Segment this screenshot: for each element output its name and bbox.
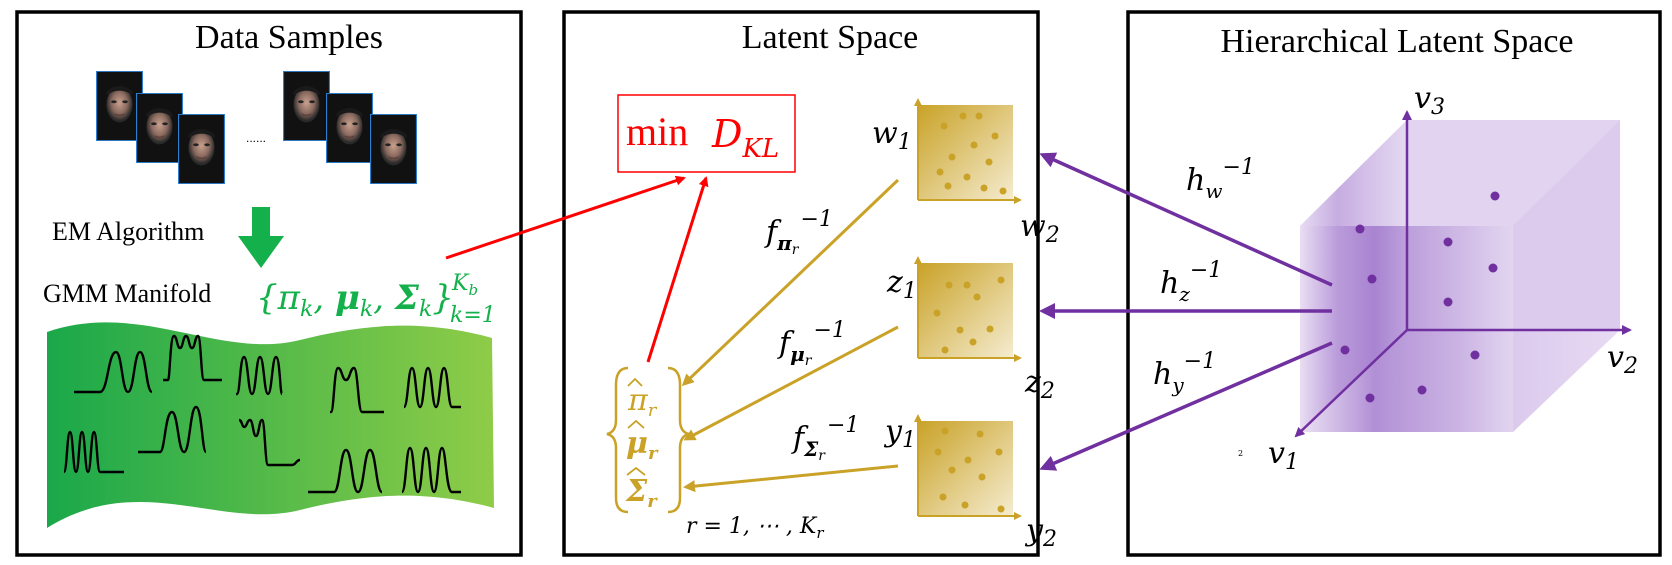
cube-axes (1294, 110, 1632, 438)
gmm-parameter-set: {πk, μk, Σk} Kb k=1 (256, 271, 496, 328)
kl-objective-sub: KL (741, 134, 779, 164)
f-inverse-sigma-label: fΣr−1 (791, 413, 859, 464)
purple-arrow-y (1039, 341, 1333, 471)
scatter-points-y (934, 427, 1005, 513)
scatter-plot-w: w1 w2 (872, 98, 1060, 248)
purple-arrow-w (1039, 152, 1333, 287)
h-inverse-w-label: hw−1 (1186, 155, 1255, 203)
gold-arrow-sigma (683, 464, 899, 493)
svg-text:v3: v3 (1414, 81, 1445, 120)
panel-title: Latent Space (742, 19, 919, 56)
axis-w1: w (872, 116, 898, 151)
svg-text:v1: v1 (1268, 436, 1299, 475)
svg-text:z2: z2 (1024, 365, 1055, 404)
gold-arrow-pi (681, 178, 900, 387)
gmm-open-brace-pi: {π (256, 278, 301, 318)
axis-z1: z (886, 265, 903, 300)
hat-sigma: Σ (625, 474, 648, 509)
gmm-sub: k (300, 297, 313, 322)
panel-title: Hierarchical Latent Space (1220, 23, 1573, 60)
gmm-manifold-band (47, 322, 494, 528)
panel-title: Data Samples (195, 19, 383, 56)
axis-y2: y (1024, 513, 1044, 548)
svg-text:y2: y2 (1024, 513, 1057, 552)
tiny-mark: 2 (1238, 449, 1243, 458)
svg-text:w1: w1 (872, 116, 912, 155)
svg-text:w2: w2 (1020, 209, 1060, 248)
r-range-label: r = 1, ⋯ , Kr (686, 514, 824, 542)
svg-text:μr: μr (626, 426, 659, 464)
svg-text:{πk, μk, Σk}: {πk, μk, Σk} (256, 278, 454, 322)
svg-text:v2: v2 (1607, 340, 1638, 379)
gmm-sub-range: k=1 (450, 303, 496, 328)
hat-mu: μ (626, 426, 648, 461)
gmm-sigma: Σ (393, 278, 420, 318)
axis-z2: z (1024, 365, 1041, 400)
panel-hierarchical-latent-space: Hierarchical Latent Space v3 v2 v1 2 (1039, 10, 1662, 557)
kl-objective-min: min (626, 109, 688, 154)
axis-w2: w (1020, 209, 1046, 244)
svg-text:DKL: DKL (711, 112, 779, 164)
scatter-points-w (936, 112, 1007, 195)
red-arrow-estimate-to-kl (646, 176, 709, 363)
svg-text:y1: y1 (883, 414, 916, 453)
gold-arrow-mu (683, 325, 899, 441)
green-down-arrow-icon (238, 207, 284, 268)
red-arrow-gmm-to-kl (445, 175, 686, 260)
axis-y1: y (883, 414, 903, 449)
panel-data-samples: Data Samples ...... EM Algorithm GMM Man… (15, 10, 523, 557)
scatter-plot-z: z1 z2 (886, 256, 1055, 404)
gmm-manifold-label: GMM Manifold (43, 279, 211, 308)
svg-text:z1: z1 (886, 265, 917, 304)
ellipsis: ...... (246, 131, 266, 145)
kl-objective-d: D (711, 112, 742, 156)
axis-v1: v (1268, 436, 1285, 471)
kl-objective-box (617, 94, 796, 173)
axis-v3: v (1414, 81, 1431, 116)
gmm-sup-b: b (468, 281, 478, 299)
gmm-curves (62, 334, 461, 494)
h-inverse-z-label: hz−1 (1160, 258, 1222, 306)
hat-pi: π (627, 383, 649, 418)
axis-v2: v (1607, 340, 1624, 375)
panel-latent-space: Latent Space min DKL w1 w2 (562, 10, 1060, 557)
h-inverse-y-label: hy−1 (1153, 349, 1216, 397)
gmm-mu: μ (335, 278, 360, 318)
svg-text:Σr: Σr (625, 474, 658, 512)
gmm-sup-K: K (451, 271, 470, 296)
scatter-points-z (933, 276, 1005, 354)
svg-text:πr: πr (627, 383, 658, 421)
scatter-plot-y: y1 y2 (883, 414, 1057, 552)
estimated-parameters: πr μr Σr (606, 366, 690, 514)
svg-text:Kb: Kb (451, 271, 478, 299)
cube-points (1340, 191, 1500, 403)
em-algorithm-label: EM Algorithm (52, 217, 204, 246)
